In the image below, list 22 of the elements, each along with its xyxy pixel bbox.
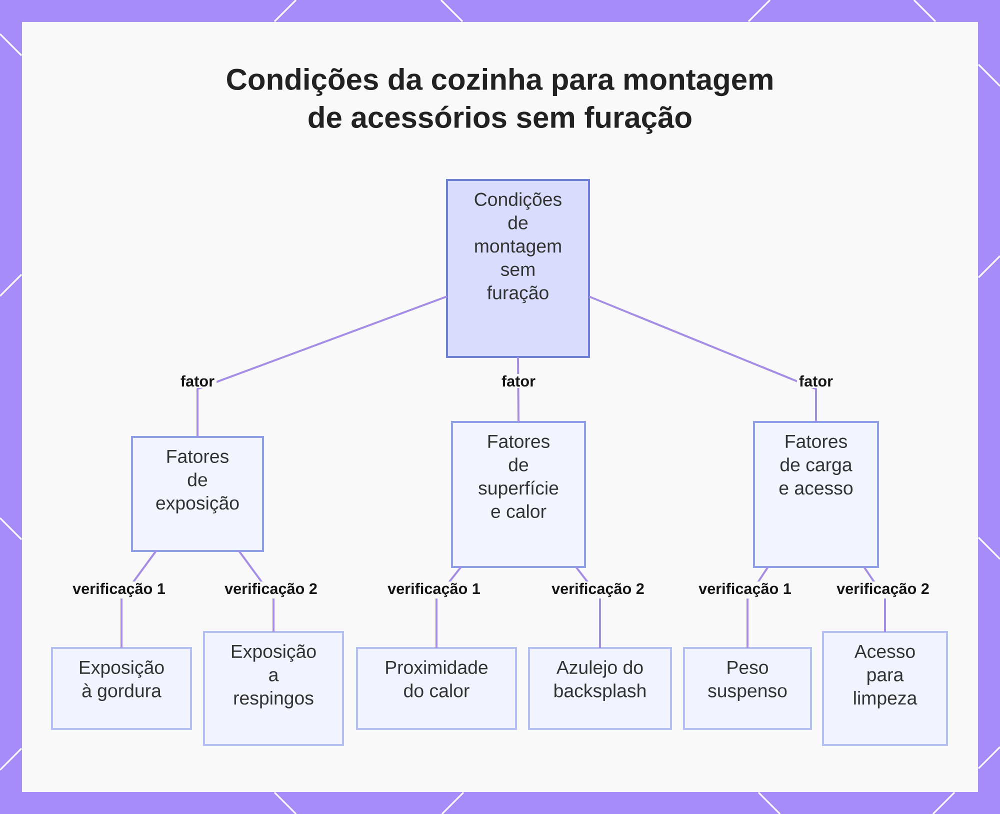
root-box: Condições de montagem sem furação <box>446 179 590 358</box>
category-box: Fatores de carga e acesso <box>753 421 879 568</box>
connector <box>196 296 448 437</box>
item-box: Peso suspenso <box>683 647 812 730</box>
item-box: Exposição à gordura <box>51 647 192 730</box>
title: Condições da cozinha para montagem de acessórios sem furação <box>227 68 772 134</box>
item-box: Proximidade do calor <box>356 647 517 730</box>
edge-label: verificação 1 <box>70 582 168 598</box>
edge-label: verificação 2 <box>222 582 320 598</box>
item-box: Azulejo do backsplash <box>528 647 672 730</box>
edge-label: verificação 1 <box>696 582 794 598</box>
edge-label: verificação 1 <box>386 582 482 598</box>
edge-label: fator <box>499 374 538 388</box>
edge-label: fator <box>796 374 836 388</box>
connector <box>588 296 817 422</box>
edge-label: fator <box>178 374 217 388</box>
item-box: Exposição a respingos <box>203 631 344 746</box>
category-box: Fatores de superfície e calor <box>451 421 586 568</box>
edge-label: verificação 2 <box>550 582 646 598</box>
item-box: Acesso para limpeza <box>822 631 948 746</box>
edge-label: verificação 2 <box>834 582 932 598</box>
category-box: Fatores de exposição <box>131 436 264 552</box>
